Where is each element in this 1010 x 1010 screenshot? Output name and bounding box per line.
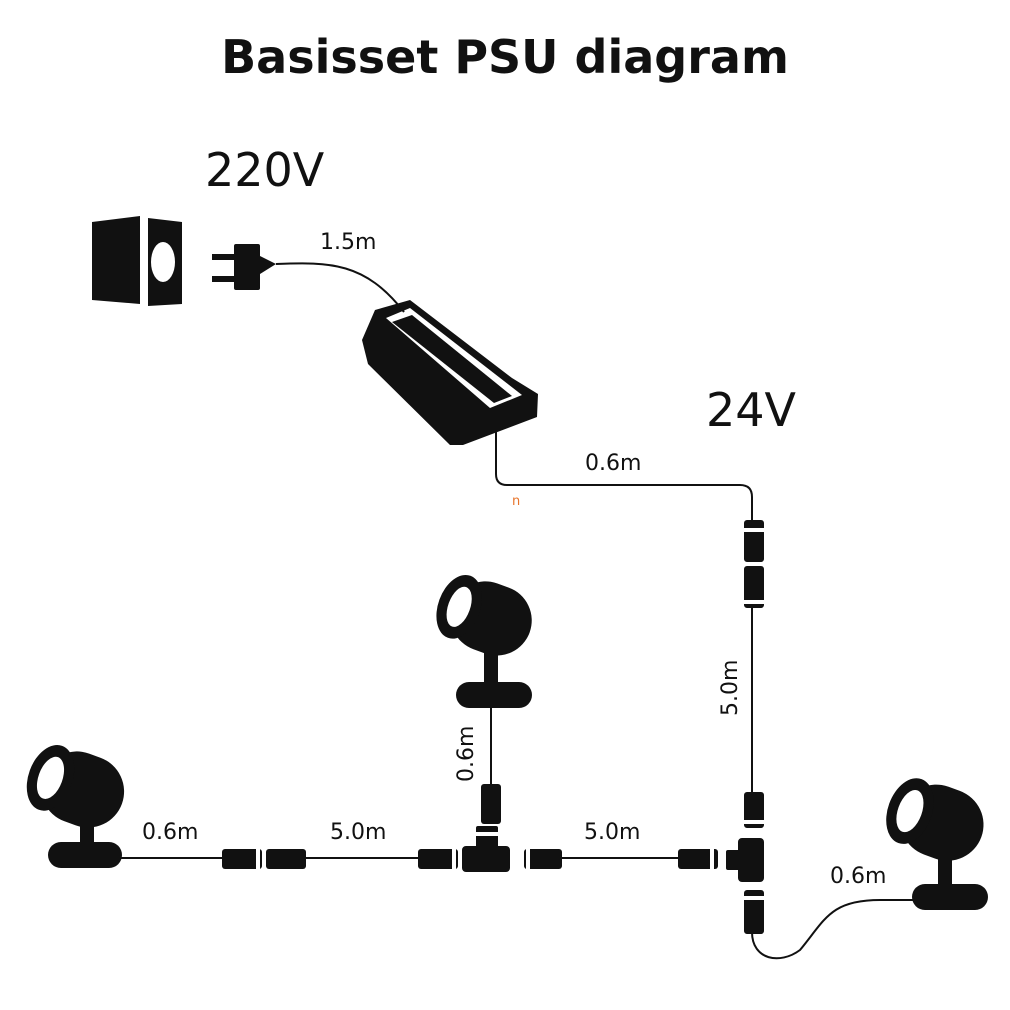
right-extension-connector [678,845,718,873]
right-spot-cable [751,899,918,960]
spotlight-icon-left [26,745,125,868]
right-t-splitter [726,838,768,934]
spotlight-icon-middle [436,574,532,708]
power-supply-unit-icon [362,300,538,445]
psu-output-cable [495,432,753,522]
trunk-top-connector [740,520,768,608]
plug-cable-length: 1.5m [320,230,377,255]
psu-output-cable-length: 0.6m [585,451,642,476]
right-spot-cable-length: 0.6m [830,864,887,889]
diagram-title: Basisset PSU diagram [221,30,789,84]
trunk-bottom-connector [740,792,768,828]
trunk-cable-length: 5.0m [718,659,743,716]
left-extension-length: 5.0m [330,820,387,845]
right-extension-length: 5.0m [584,820,641,845]
left-spot-cable-length: 0.6m [142,820,199,845]
voltage-input-label: 220V [205,143,325,197]
middle-t-splitter [418,784,562,873]
cables [118,262,918,960]
middle-spot-cable-length: 0.6m [454,725,479,782]
left-extension-connectors [222,845,306,873]
spotlight-icon-right [886,778,988,910]
stray-mark: n [512,494,521,509]
voltage-output-label: 24V [706,383,797,437]
plug-cable [275,262,405,313]
power-plug-icon [212,244,276,290]
wall-socket-icon [92,216,182,306]
